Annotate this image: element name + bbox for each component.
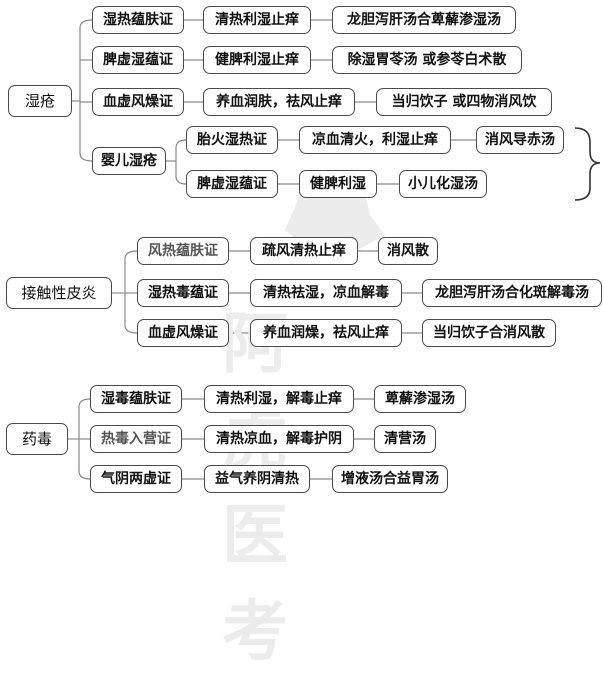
treatment-node: 清热凉血，解毒护阴: [204, 425, 354, 453]
syndrome-node: 湿热蕴肤证: [92, 6, 184, 34]
treatment-node: 养血润肤，祛风止痒: [203, 88, 355, 116]
formula-node: 增液汤合益胃汤: [332, 465, 448, 493]
treatment-node: 清热祛湿，凉血解毒: [250, 279, 402, 307]
formula-node: 除湿胃苓汤 或参苓白术散: [332, 46, 522, 74]
syndrome-node: 脾虚湿蕴证: [186, 170, 278, 198]
syndrome-node: 气阴两虚证: [90, 465, 182, 493]
treatment-node: 健脾利湿止痒: [203, 46, 311, 74]
formula-node: 当归饮子合消风散: [422, 319, 556, 347]
syndrome-node: 血虚风燥证: [137, 319, 229, 347]
formula-node: 消风导赤汤: [476, 126, 564, 154]
connector-lines: [68, 19, 601, 480]
root-node-contact-dermatitis: 接触性皮炎: [6, 277, 112, 309]
treatment-node: 健脾利湿: [299, 170, 377, 198]
syndrome-node: 血虚风燥证: [92, 88, 184, 116]
treatment-node: 益气养阴清热: [204, 465, 310, 493]
formula-node: 消风散: [378, 237, 438, 265]
root-node-eczema: 湿疮: [8, 85, 72, 117]
formula-node: 清营汤: [374, 425, 436, 453]
syndrome-node: 热毒入营证: [90, 425, 182, 453]
treatment-node: 清热利湿，解毒止痒: [204, 385, 354, 413]
subgroup-node-infant-eczema: 婴儿湿疮: [92, 147, 166, 175]
connector-line: [79, 19, 93, 162]
treatment-node: 清热利湿止痒: [203, 6, 311, 34]
formula-node: 龙胆泻肝汤合化斑解毒汤: [422, 279, 602, 307]
syndrome-node: 湿毒蕴肤证: [90, 385, 182, 413]
treatment-node: 养血润燥，祛风止痒: [250, 319, 402, 347]
connector-line: [124, 250, 138, 334]
formula-node: 当归饮子 或四物消风饮: [376, 88, 552, 116]
knowledge-tree-diagram: 阿虎医考 湿疮 湿热蕴肤证 清热利湿止痒 龙胆泻肝汤合萆薢渗湿汤 脾虚湿蕴证 健…: [6, 6, 602, 670]
treatment-node: 凉血清火，利湿止痒: [299, 126, 451, 154]
treatment-node: 疏风清热止痒: [250, 237, 358, 265]
syndrome-node: 脾虚湿蕴证: [92, 46, 184, 74]
root-node-drug-eruption: 药毒: [6, 423, 68, 455]
syndrome-node: 胎火湿热证: [186, 126, 278, 154]
formula-node: 小儿化湿汤: [399, 170, 487, 198]
formula-node: 萆薢渗湿汤: [374, 385, 466, 413]
formula-node: 龙胆泻肝汤合萆薢渗湿汤: [332, 6, 516, 34]
syndrome-node: 风热蕴肤证: [137, 237, 229, 265]
right-brace: [574, 127, 601, 201]
connector-line: [175, 139, 187, 185]
syndrome-node: 湿热毒蕴证: [137, 279, 229, 307]
